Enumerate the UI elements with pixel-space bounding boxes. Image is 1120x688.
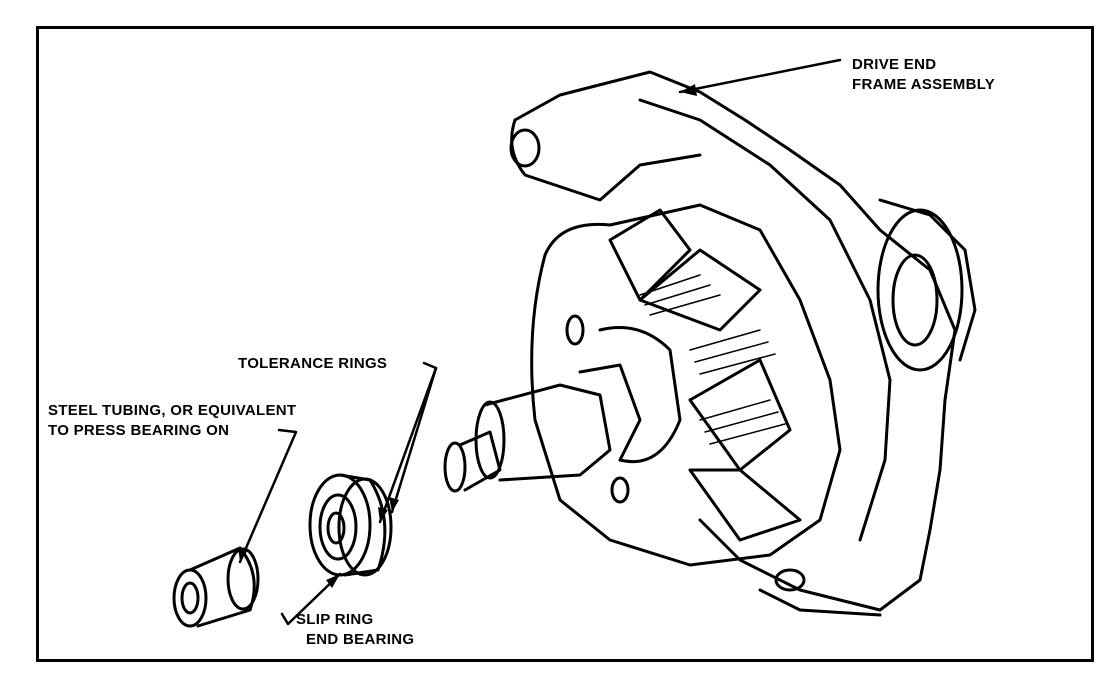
steel-tubing [172, 546, 260, 628]
slip-ring-label: SLIP RING END BEARING [296, 610, 414, 650]
rotor [530, 203, 842, 567]
tolerance-rings-label: TOLERANCE RINGS [238, 355, 388, 372]
slip-ring-end-bearing [308, 473, 393, 577]
diagram-border [36, 26, 1094, 662]
drive-end-frame [509, 70, 977, 617]
rotor-shaft [443, 363, 642, 493]
rotor-windings [639, 274, 786, 445]
leader-lines [238, 58, 842, 626]
drive-end-label-line2: FRAME ASSEMBLY [852, 76, 996, 93]
drive-end-label-line1: DRIVE END [852, 56, 937, 73]
steel-tubing-label-line2: TO PRESS BEARING ON [48, 422, 230, 439]
leader-arrowheads [238, 84, 697, 588]
slip-ring-label-line2: END BEARING [306, 631, 415, 648]
steel-tubing-label: STEEL TUBING, OR EQUIVALENT TO PRESS BEA… [48, 401, 296, 441]
slip-ring-label-line1: SLIP RING [296, 611, 374, 628]
drive-end-label: DRIVE END FRAME ASSEMBLY [852, 55, 995, 95]
steel-tubing-label-line1: STEEL TUBING, OR EQUIVALENT [48, 402, 297, 419]
